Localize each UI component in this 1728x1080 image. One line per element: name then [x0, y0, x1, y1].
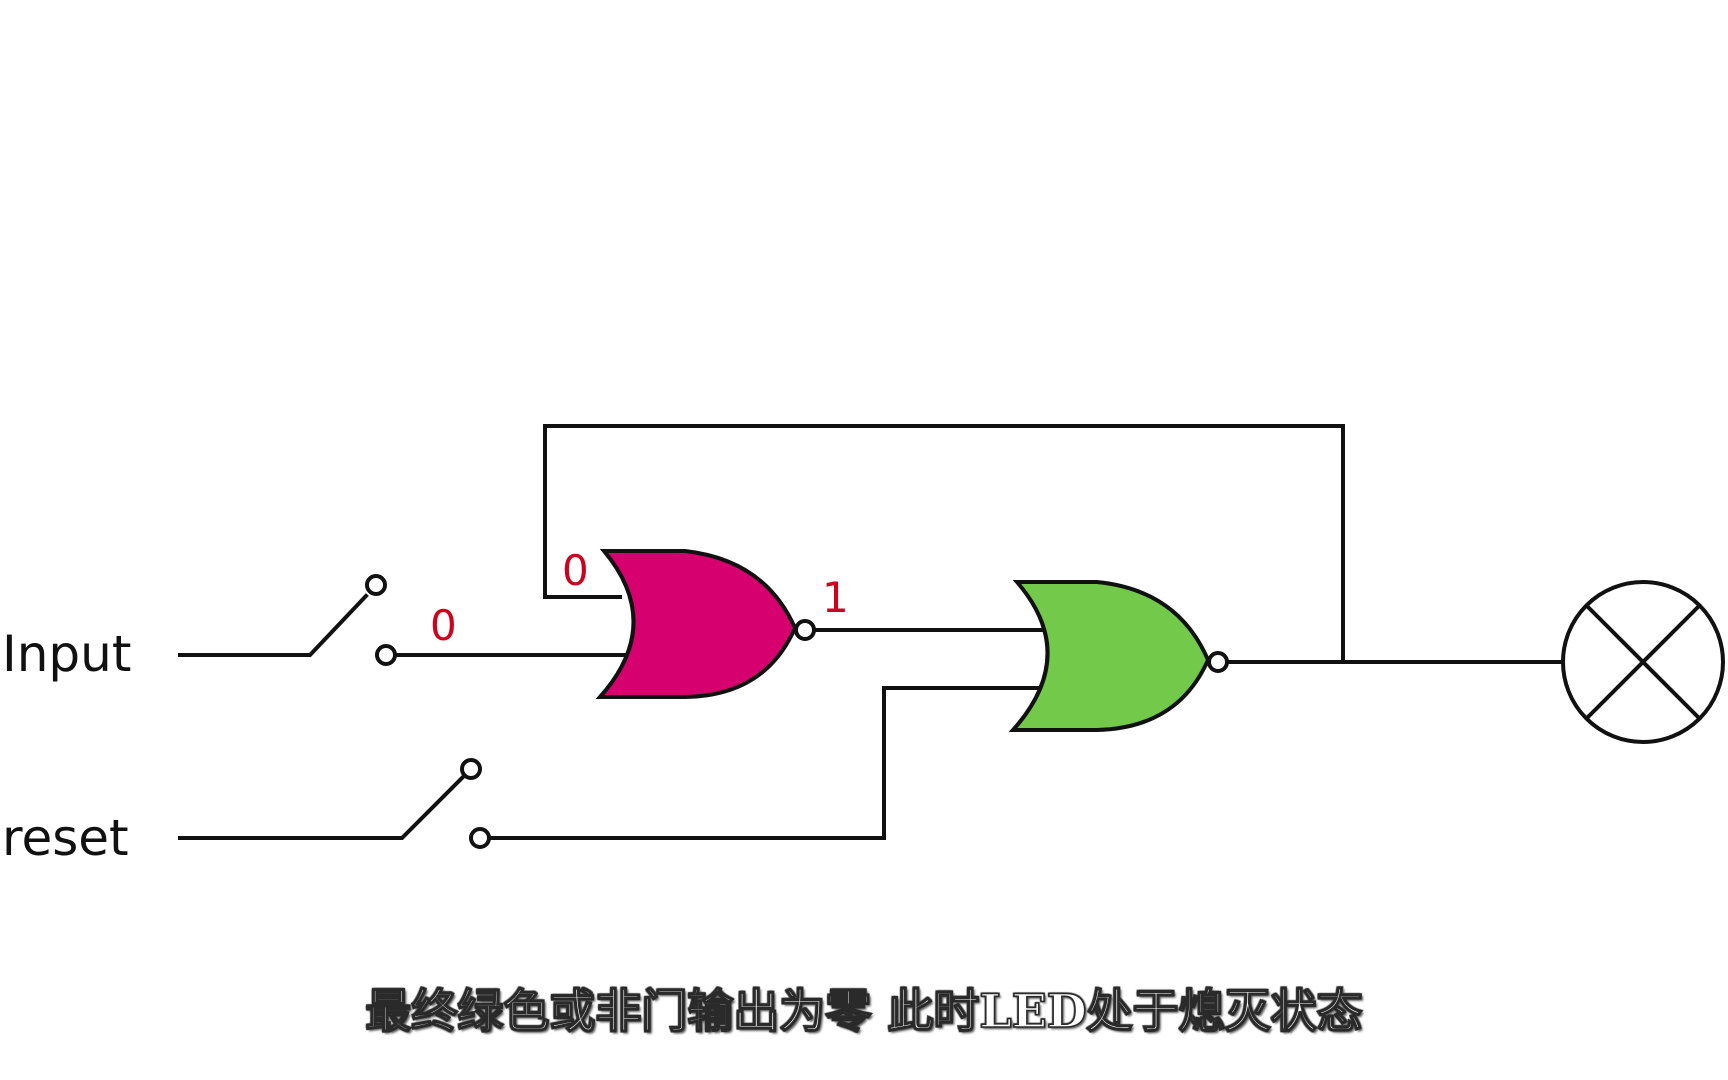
lamp-icon	[1561, 580, 1725, 744]
input-switch-top-contact	[365, 574, 387, 596]
magenta-output-level-label: 1	[822, 573, 849, 622]
feedback-wire	[543, 424, 1345, 664]
reset-label: reset	[2, 809, 129, 867]
feedback-level-label: 0	[562, 546, 589, 595]
input-wire-left	[178, 593, 369, 657]
green-nor-gate	[1008, 580, 1229, 732]
input-switch-bottom-contact	[375, 644, 397, 666]
subtitle-caption: 最终绿色或非门输出为零 此时LED处于熄灭状态	[365, 983, 1364, 1039]
reset-wire-to-green-gate	[487, 686, 1052, 840]
input-level-label: 0	[430, 601, 457, 650]
green-nor-bubble	[1207, 651, 1229, 673]
reset-wire-left	[178, 775, 465, 840]
reset-switch-bottom-contact	[469, 827, 491, 849]
magenta-nor-gate	[595, 549, 816, 699]
magenta-nor-body	[595, 549, 798, 699]
reset-switch-top-contact	[460, 758, 482, 780]
green-nor-body	[1008, 580, 1211, 732]
input-label: Input	[2, 625, 131, 683]
magenta-nor-bubble	[794, 619, 816, 641]
